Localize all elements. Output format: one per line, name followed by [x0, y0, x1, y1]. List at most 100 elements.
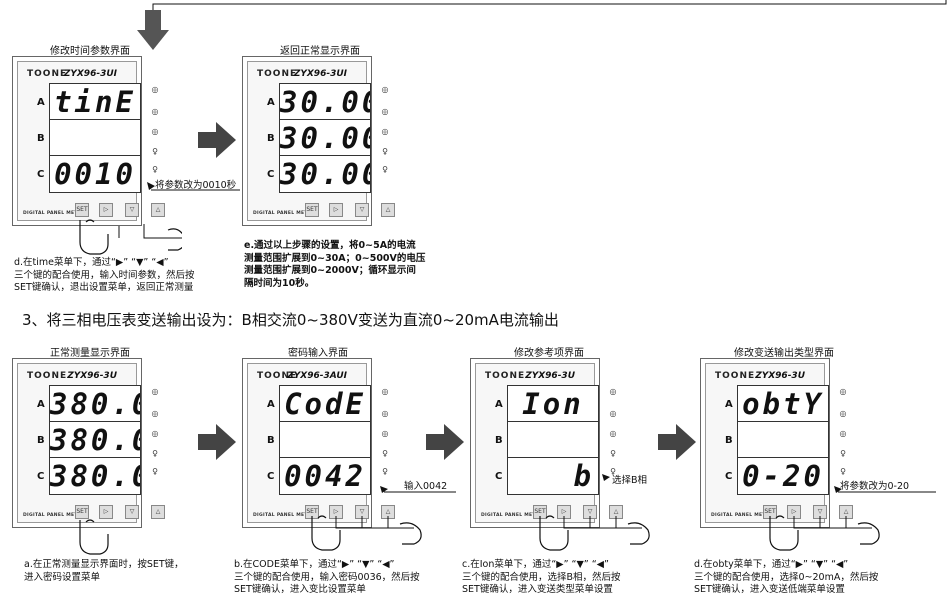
arrow-right-icon — [198, 122, 236, 158]
up-button[interactable]: △ — [151, 505, 165, 519]
right-button[interactable]: ▷ — [329, 203, 343, 217]
display-b — [279, 421, 371, 459]
right-button[interactable]: ▷ — [99, 203, 113, 217]
footer-text: DIGITAL PANEL METER — [253, 211, 315, 216]
panel-meter: TOONE ZYX96-3U A Ion B C b ◎ ◎ ◎ ♀ ♀ DIG… — [470, 358, 623, 528]
step-note: e.通过以上步骤的设置，将0~5A的电流 测量范围扩展到0~30A；0~500V… — [244, 240, 426, 289]
right-button[interactable]: ▷ — [99, 505, 113, 519]
model-label: ZYX96-3U — [525, 371, 575, 381]
display-c: 0010 — [49, 155, 141, 193]
panel-meter: TOONE ZYX96-3UI A tinE B C 0010 ◎ ◎ ◎ ♀ … — [12, 56, 165, 226]
callout-line — [834, 486, 936, 493]
arrow-right-icon — [426, 424, 464, 460]
row-label-a: A — [267, 97, 275, 108]
callout-text: 输入0042 — [404, 481, 448, 492]
row-label-a: A — [725, 399, 733, 410]
indicator-icon: ♀ — [840, 449, 846, 458]
indicator-al1-icon: ◎ — [151, 409, 159, 418]
row-label-a: A — [37, 97, 45, 108]
footer-text: DIGITAL PANEL METER — [481, 513, 543, 518]
down-button[interactable]: ▽ — [125, 505, 139, 519]
hand-icon — [79, 519, 109, 555]
display-a: Ion — [507, 385, 599, 423]
row-label-c: C — [725, 471, 733, 482]
indicator-icon: ♀ — [152, 165, 158, 174]
down-button[interactable]: ▽ — [125, 203, 139, 217]
model-label: ZYX96-3AUI — [287, 371, 347, 381]
display-a: CodE — [279, 385, 371, 423]
step-note: c.在Ion菜单下，通过“▶” “▼” “◀” 三个键的配合使用，选择B相，然后… — [462, 559, 621, 595]
display-b — [507, 421, 599, 459]
panel-caption: 正常测量显示界面 — [50, 348, 130, 359]
brand-logo: TOONE — [485, 371, 526, 381]
arrow-right-icon — [198, 424, 236, 460]
display-b — [49, 119, 141, 157]
display-c: 0-20 — [737, 457, 829, 495]
indicator-al1-icon: ◎ — [609, 409, 617, 418]
callout-line — [380, 486, 456, 493]
display-c: 0042 — [279, 457, 371, 495]
panel-meter: TOONE ZYX96-3U A 380.0 B 380.0 C 380.0 ◎… — [12, 358, 165, 528]
indicator-kv-icon: ◎ — [151, 387, 159, 396]
row-label-b: B — [725, 435, 733, 446]
indicator-icon: ♀ — [382, 165, 388, 174]
brand-logo: TOONE — [27, 69, 68, 79]
indicator-kv-icon: ◎ — [381, 387, 389, 396]
arrow-right-icon — [658, 424, 696, 460]
display-c: 380.0 — [49, 457, 141, 495]
indicator-icon: ♀ — [840, 467, 846, 476]
indicator-al2-icon: ◎ — [151, 429, 159, 438]
panel-caption: 修改参考项界面 — [514, 348, 584, 359]
row-label-a: A — [37, 399, 45, 410]
indicator-icon: ♀ — [382, 147, 388, 156]
row-label-b: B — [37, 133, 45, 144]
indicator-al1-icon: ◎ — [151, 107, 159, 116]
indicator-kv-icon: ◎ — [839, 387, 847, 396]
indicator-kv-icon: ◎ — [609, 387, 617, 396]
indicator-icon: ♀ — [152, 467, 158, 476]
callout-line — [147, 182, 240, 191]
indicator-icon: ♀ — [610, 449, 616, 458]
display-c: 30.00 — [279, 155, 371, 193]
display-b: 30.00 — [279, 119, 371, 157]
hand-icon — [769, 515, 880, 551]
indicator-al2-icon: ◎ — [381, 429, 389, 438]
hand-icon — [79, 219, 182, 255]
down-button[interactable]: ▽ — [355, 203, 369, 217]
panel-caption: 返回正常显示界面 — [280, 46, 360, 57]
indicator-icon: ♀ — [610, 467, 616, 476]
row-label-a: A — [495, 399, 503, 410]
model-label: ZYX96-3U — [755, 371, 805, 381]
indicator-kv-icon: ◎ — [151, 85, 159, 94]
panel-caption: 修改变送输出类型界面 — [734, 348, 834, 359]
hand-icon — [311, 515, 422, 551]
hand-icon — [539, 515, 650, 551]
display-b: 380.0 — [49, 421, 141, 459]
callout-line — [602, 474, 610, 481]
model-label: ZYX96-3UI — [63, 69, 117, 79]
indicator-icon: ♀ — [382, 449, 388, 458]
brand-logo: TOONE — [257, 69, 298, 79]
panel-caption: 修改时间参数界面 — [50, 46, 130, 57]
indicator-icon: ♀ — [152, 449, 158, 458]
set-button[interactable]: SET — [75, 505, 89, 519]
right-button[interactable]: ▷ — [557, 505, 571, 519]
row-label-b: B — [267, 435, 275, 446]
row-label-c: C — [495, 471, 503, 482]
footer-text: DIGITAL PANEL METER — [711, 513, 773, 518]
display-a: obtY — [737, 385, 829, 423]
model-label: ZYX96-3U — [67, 371, 117, 381]
section-heading: 3、将三相电压表变送输出设为：B相交流0~380V变送为直流0~20mA电流输出 — [22, 311, 559, 329]
display-a: 380.0 — [49, 385, 141, 423]
indicator-al1-icon: ◎ — [381, 107, 389, 116]
set-button[interactable]: SET — [75, 203, 89, 217]
up-button[interactable]: △ — [151, 203, 165, 217]
row-label-b: B — [37, 435, 45, 446]
row-label-c: C — [37, 471, 45, 482]
row-label-a: A — [267, 399, 275, 410]
footer-text: DIGITAL PANEL METER — [23, 211, 85, 216]
panel-meter: TOONE ZYX96-3AUI A CodE B C 0042 ◎ ◎ ◎ ♀… — [242, 358, 395, 528]
up-button[interactable]: △ — [381, 203, 395, 217]
set-button[interactable]: SET — [305, 203, 319, 217]
brand-logo: TOONE — [27, 371, 68, 381]
